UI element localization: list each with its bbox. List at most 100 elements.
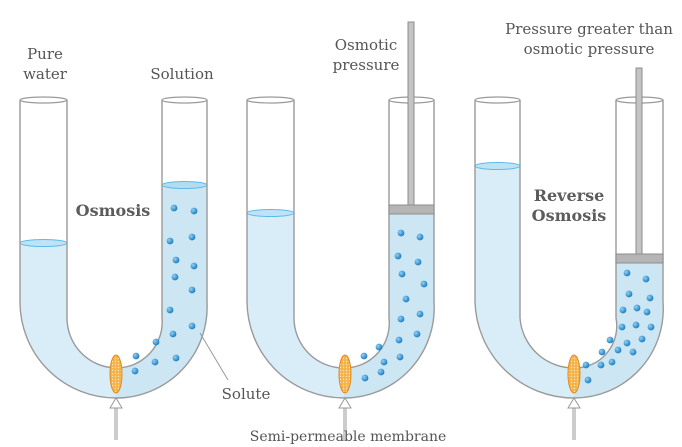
pure-water-fill xyxy=(475,166,574,398)
solute-particles xyxy=(131,204,198,375)
solute-particle xyxy=(188,233,196,241)
solute-particle xyxy=(190,262,198,270)
tube-reverse-osmosis xyxy=(474,67,664,440)
tube-inner-outline xyxy=(519,100,618,369)
solute-particle xyxy=(188,322,196,330)
solute-particle xyxy=(606,336,614,344)
solute-particle xyxy=(131,367,139,375)
solution-fill xyxy=(574,262,664,399)
pressure-greater-line-1: Pressure greater than xyxy=(505,20,673,38)
osmotic-pressure-line-1: Osmotic xyxy=(334,36,398,54)
solute-particle xyxy=(377,368,385,376)
pure-water-surface xyxy=(246,209,295,217)
osmotic-pressure-label: Osmotic pressure xyxy=(326,35,406,75)
membrane-arrow-3 xyxy=(567,397,581,440)
solute-particles xyxy=(582,269,655,384)
solute-particle xyxy=(643,308,651,316)
solute-label: Solute xyxy=(214,384,278,404)
tube-left-rim xyxy=(19,96,68,104)
tube-inner-outline xyxy=(66,100,163,369)
solute-particle xyxy=(169,330,177,338)
solute-particle xyxy=(416,233,424,241)
solute-particle xyxy=(375,343,383,351)
solute-particle xyxy=(151,358,159,366)
solute-particle xyxy=(170,204,178,212)
reverse-osmosis-label: Reverse Osmosis xyxy=(518,186,620,226)
solute-particle xyxy=(598,348,606,356)
solute-particle xyxy=(171,273,179,281)
solute-particle xyxy=(398,270,406,278)
solute-particle xyxy=(172,256,180,264)
solute-particle xyxy=(414,258,422,266)
solute-particle xyxy=(361,374,369,382)
pure-water-fill xyxy=(247,213,344,398)
solute-particle xyxy=(420,280,428,288)
pure-water-fill xyxy=(20,243,116,398)
solute-particle xyxy=(642,275,650,283)
solute-particles xyxy=(360,229,428,382)
solute-particle xyxy=(166,237,174,245)
solute-pointer-line xyxy=(199,332,229,381)
pressure-greater-line-2: osmotic pressure xyxy=(523,40,655,58)
solute-particle xyxy=(619,306,627,314)
solute-label-text: Solute xyxy=(221,385,271,403)
solute-particle xyxy=(646,294,654,302)
tube-right-rim xyxy=(161,96,208,104)
solution-label-text: Solution xyxy=(150,65,214,83)
solute-particle xyxy=(396,353,404,361)
membrane xyxy=(567,354,581,394)
solute-particle xyxy=(152,338,160,346)
solute-particle xyxy=(132,352,140,360)
solute-particle xyxy=(416,310,424,318)
membrane xyxy=(109,354,123,394)
solution-label: Solution xyxy=(140,64,224,84)
solute-particle xyxy=(395,336,403,344)
osmotic-pressure-line-2: pressure xyxy=(332,56,400,74)
solute-particle xyxy=(618,323,626,331)
solute-particle xyxy=(360,352,368,360)
reverse-osmosis-line-2: Osmosis xyxy=(531,206,607,225)
membrane-label-text: Semi-permeable membrane xyxy=(249,429,447,445)
solute-particle xyxy=(172,354,180,362)
solute-particle xyxy=(413,330,421,338)
osmosis-label: Osmosis xyxy=(70,201,156,221)
pressure-greater-label: Pressure greater than osmotic pressure xyxy=(496,19,682,59)
reverse-osmosis-line-1: Reverse xyxy=(533,186,605,205)
solute-particle xyxy=(632,321,640,329)
solute-particle xyxy=(633,304,641,312)
solute-particle xyxy=(597,361,605,369)
solute-particle xyxy=(584,376,592,384)
pure-water-surface xyxy=(474,162,521,170)
solute-particle xyxy=(582,361,590,369)
pure-water-label: Pure water xyxy=(18,44,72,84)
solute-particle xyxy=(623,269,631,277)
piston xyxy=(615,67,664,264)
solute-particle xyxy=(397,315,405,323)
pure-water-label-line-2: water xyxy=(23,65,67,83)
pure-water-surface xyxy=(19,239,68,247)
membrane-label: Semi-permeable membrane xyxy=(218,427,478,447)
solute-particle xyxy=(638,335,646,343)
membrane-arrow-1 xyxy=(109,397,123,440)
solution-fill xyxy=(116,185,208,399)
solution-surface xyxy=(161,181,208,189)
membrane-arrow-2 xyxy=(338,397,352,440)
osmosis-label-text: Osmosis xyxy=(75,201,151,220)
solute-particle xyxy=(397,229,405,237)
tube-outline xyxy=(246,100,435,399)
solute-particle xyxy=(608,358,616,366)
solute-particle xyxy=(190,207,198,215)
tube-left-rim xyxy=(246,96,295,104)
solute-particle xyxy=(623,339,631,347)
pure-water-label-line-1: Pure xyxy=(27,45,63,63)
solute-particle xyxy=(629,348,637,356)
solute-particle xyxy=(188,286,196,294)
solute-particle xyxy=(394,252,402,260)
tube-left-rim xyxy=(474,96,521,104)
solute-particle xyxy=(402,295,410,303)
solute-particle xyxy=(625,290,633,298)
solute-particle xyxy=(380,358,388,366)
piston xyxy=(388,21,435,215)
solute-particle xyxy=(166,306,174,314)
